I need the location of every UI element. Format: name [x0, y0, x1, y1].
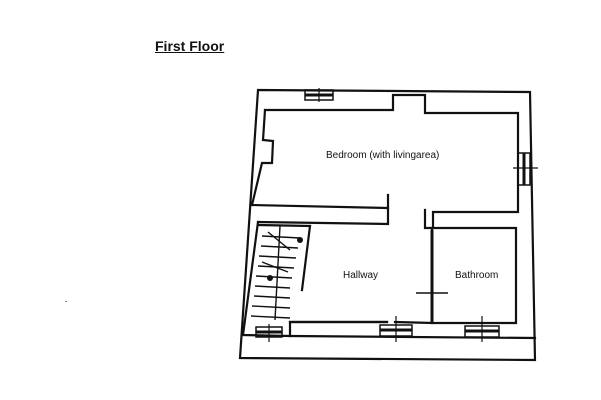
bedroom-walls [250, 93, 520, 230]
window-bottom-middle [379, 316, 413, 342]
room-label-bedroom: Bedroom (with livingarea) [326, 150, 440, 161]
window-bottom-left [255, 324, 283, 342]
window-right [513, 152, 538, 186]
outer-wall [238, 88, 537, 362]
staircase [250, 225, 303, 321]
stray-mark [65, 301, 67, 302]
floor-title: First Floor [155, 38, 225, 54]
bathroom-walls [416, 226, 518, 325]
room-label-bathroom: Bathroom [455, 270, 499, 281]
window-bottom-right [464, 316, 500, 342]
room-label-hallway: Hallway [343, 270, 379, 281]
window-top [304, 88, 334, 102]
